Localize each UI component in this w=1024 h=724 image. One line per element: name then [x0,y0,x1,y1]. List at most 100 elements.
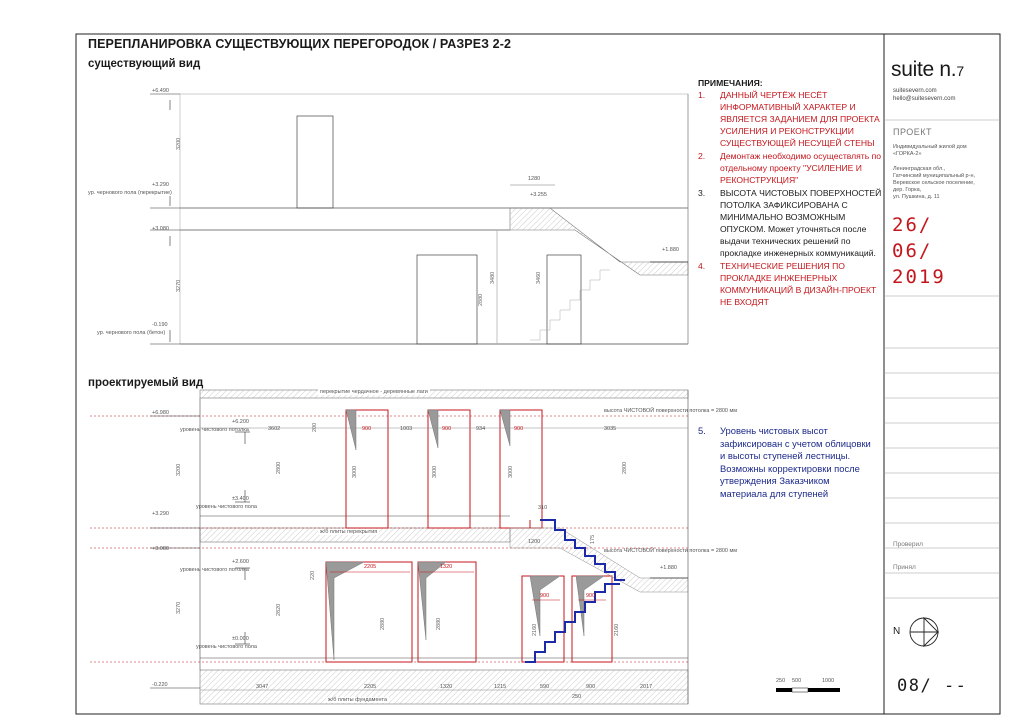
scale-label: 500 [792,678,802,684]
dimension-label: 3200 [176,137,182,150]
scale-label: 1000 [822,678,835,684]
ceiling-note: высота ЧИСТОВОЙ поверхности потолка = 28… [604,548,738,554]
dimension-label: 3000 [432,465,438,478]
dimension-label: 3000 [352,465,358,478]
dimension-label: 1320 [440,564,453,570]
dimension-label: 900 [362,426,372,432]
dimension-label: 310 [538,505,548,511]
level-label: +3.290 [152,182,169,188]
dimension-label: 2820 [276,603,282,616]
level-label: +6.490 [152,88,169,94]
date-month: 06/ [892,240,933,262]
sheet-number: 08/ -- [897,676,968,696]
level-label: +6.200 [232,419,249,425]
note-number: 5. [698,425,706,436]
level-label: ±3.400 [232,496,249,502]
ceiling-note: высота ЧИСТОВОЙ поверхности потолка = 28… [604,408,738,414]
north-symbol [909,616,940,648]
studio-logo: suite n.7 [891,58,964,82]
note-number: 1. [698,90,706,100]
dimension-label: 1003 [400,426,413,432]
level-label: -0.220 [152,682,168,688]
roof-note: перекрытие чердачное - деревянные лаги [318,389,430,395]
studio-email[interactable]: hello@suitesevern.com [893,95,956,102]
proposed-level-marks [150,415,250,689]
proposed-lower-doors [325,561,613,663]
dimension-label: 900 [586,684,596,690]
dimension-label: 2880 [478,293,484,306]
north-label: N [893,626,901,637]
dimension-label: 3000 [508,465,514,478]
date-year: 2019 [892,266,946,288]
proposed-view-label: проектируемый вид [88,377,204,389]
existing-section [179,93,689,345]
level-label: ±0.000 [232,636,249,642]
stamp-grid [884,119,1000,599]
dimension-label: 900 [586,593,596,599]
note-text: ВЫСОТА ЧИСТОВЫХ ПОВЕРХНОСТЕЙ ПОТОЛКА ЗАФ… [720,188,882,258]
note-1: 1. ДАННЫЙ ЧЕРТЁЖ НЕСЁТ ИНФОРМАТИВНЫЙ ХАР… [698,89,888,149]
dimension-label: 3270 [176,279,182,292]
dimension-label: 175 [590,534,596,544]
level-label: +6.980 [152,410,169,416]
level-note: уровень чистового потолка [180,427,249,433]
level-note: ур. чернового пола (бетон) [97,330,166,336]
dimension-label: 3602 [268,426,281,432]
level-label: +3.290 [152,511,169,517]
level-label: -0.190 [152,322,168,328]
level-note: уровень чистового пола [196,644,257,650]
project-address: Ленинградская обл., Гатчинский муниципал… [893,166,975,201]
stamp-section: ПРОЕКТ [893,127,933,137]
slab-note: ж/б плиты перекрытия [318,529,380,535]
level-label: +1.880 [660,565,677,571]
dimension-label: 200 [312,422,318,432]
proposed-lower-reveals [325,561,605,661]
verified-label: Проверил [893,541,923,548]
note-3: 3. ВЫСОТА ЧИСТОВЫХ ПОВЕРХНОСТЕЙ ПОТОЛКА … [698,187,888,259]
existing-level-marks [150,93,180,345]
dimension-label: 900 [442,426,452,432]
proposed-dimension-lines [200,427,688,691]
dimension-label: 590 [540,684,550,690]
dimension-label: 2017 [640,684,653,690]
note-text: Демонтаж необходимо осуществлять по отде… [720,151,882,185]
note-text: ТЕХНИЧЕСКИЕ РЕШЕНИЯ ПО ПРОКЛАДКЕ ИНЖЕНЕР… [720,261,877,307]
project-name: Индивидуальный жилой дом «ГОРКА-2» [893,144,967,158]
dimension-label: 1320 [440,684,453,690]
dimension-label: 3047 [256,684,269,690]
dimension-label: 1215 [494,684,507,690]
level-label: +3.255 [530,192,547,198]
sheet-title: ПЕРЕПЛАНИРОВКА СУЩЕСТВУЮЩИХ ПЕРЕГОРОДОК … [88,37,512,51]
dimension-label: 2880 [436,617,442,630]
existing-view-label: существующий вид [88,58,201,70]
sheet-frame [75,33,1001,715]
dimension-label: 2160 [532,623,538,636]
note-4: 4. ТЕХНИЧЕСКИЕ РЕШЕНИЯ ПО ПРОКЛАДКЕ ИНЖЕ… [698,260,888,308]
dimension-label: 934 [476,426,486,432]
address-line: дер. Горка, [893,187,922,193]
date-day: 26/ [892,214,933,236]
dimension-label: 3460 [536,271,542,284]
notes-heading: ПРИМЕЧАНИЯ: [698,78,763,88]
dimension-label: 2160 [614,623,620,636]
level-label: +3.080 [152,226,169,232]
note-text: Уровень чистовых высот зафиксирован с уч… [720,425,871,499]
studio-contacts: suitesevern.com hello@suitesevern.com [893,88,955,103]
level-note: уровень чистового потолка [180,567,249,573]
studio-website[interactable]: suitesevern.com [893,88,937,94]
dimension-label: 1280 [528,176,541,182]
level-label: +1.880 [662,247,679,253]
note-2: 2. Демонтаж необходимо осуществлять по о… [698,150,888,186]
project-type: Индивидуальный жилой дом [893,144,967,150]
scale-label: 250 [776,678,786,684]
address-line: Веревское сельское поселение, [893,180,975,186]
dimension-label: 3200 [176,463,182,476]
existing-stair [509,184,689,341]
proposed-structure [90,389,689,705]
issue-date: 26/ 06/ 2019 [892,212,946,290]
level-note: ур. чернового пола (перекрытие) [88,190,172,196]
dimension-label: 2800 [276,461,282,474]
note-number: 3. [698,188,706,198]
